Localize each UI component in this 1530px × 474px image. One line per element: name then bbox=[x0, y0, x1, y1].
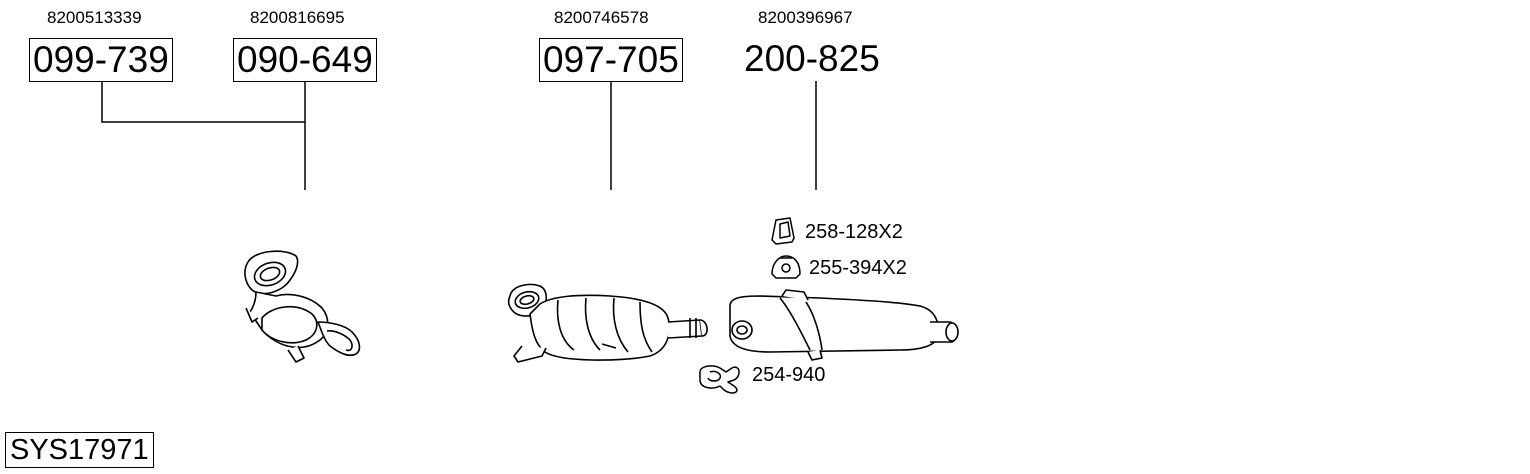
oem-number: 8200396967 bbox=[758, 8, 853, 27]
rear-silencer-icon bbox=[729, 289, 959, 361]
part-number[interactable]: 200-825 bbox=[744, 38, 880, 79]
catalytic-converter-icon bbox=[244, 250, 361, 363]
rubber-hanger-icon bbox=[771, 217, 795, 245]
part-number-box[interactable]: 090-649 bbox=[233, 38, 377, 82]
clamp-icon bbox=[699, 365, 740, 394]
oem-number: 8200746578 bbox=[554, 8, 649, 27]
part-number-box[interactable]: 099-739 bbox=[29, 38, 173, 82]
accessory-label[interactable]: 254-940 bbox=[752, 364, 826, 386]
oem-number: 8200816695 bbox=[250, 8, 345, 27]
accessory-label[interactable]: 258-128X2 bbox=[805, 221, 903, 243]
oem-number: 8200513339 bbox=[47, 8, 142, 27]
system-code: SYS17971 bbox=[5, 432, 154, 468]
leader-line bbox=[101, 81, 305, 123]
rubber-mount-icon bbox=[771, 255, 801, 279]
accessory-label[interactable]: 255-394X2 bbox=[809, 257, 907, 279]
particulate-filter-icon bbox=[507, 283, 708, 363]
